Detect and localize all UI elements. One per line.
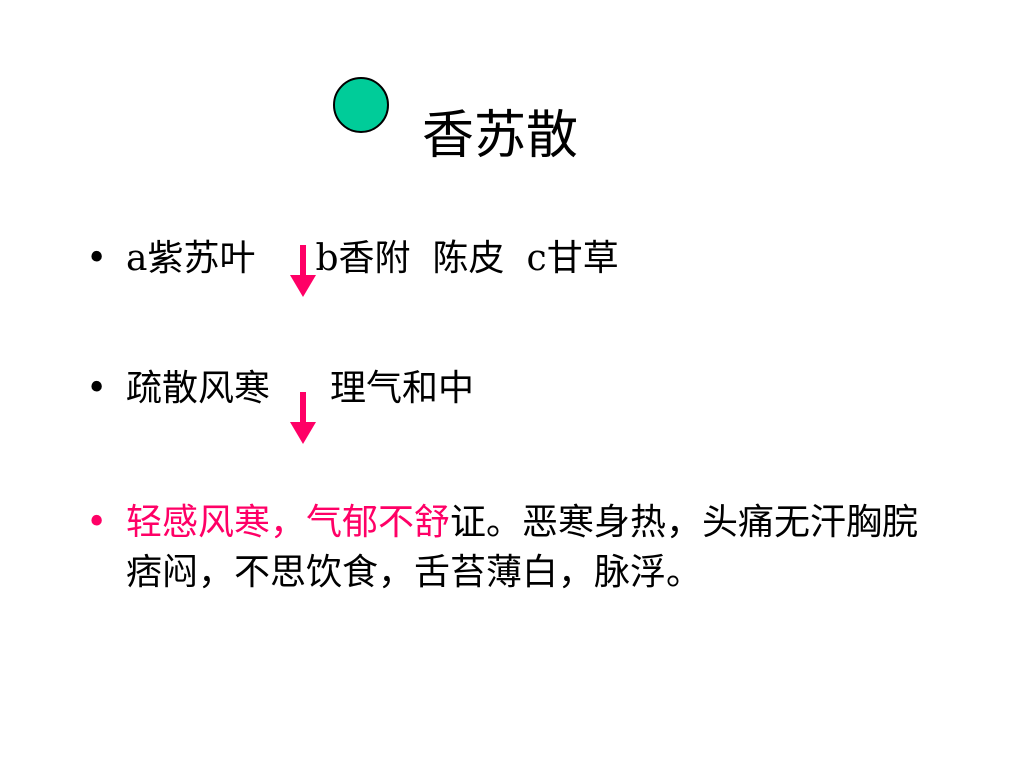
ingredients-text: a紫苏叶 b香附陈皮 c甘草 (126, 234, 619, 284)
bullet-dot: • (86, 368, 108, 409)
bullet-dot: • (86, 238, 108, 279)
bullet-effects: • 疏散风寒 理气和中 (86, 364, 986, 414)
down-arrow-icon (290, 392, 316, 444)
effects-text: 疏散风寒 理气和中 (126, 364, 474, 414)
bullet-indication: • 轻感风寒，气郁不舒证。恶寒身热，头痛无汗胸脘痞闷，不思饮食，舌苔薄白，脉浮。 (86, 498, 986, 658)
slide-title: 香苏散 (422, 106, 579, 166)
indication-text: 轻感风寒，气郁不舒证。恶寒身热，头痛无汗胸脘痞闷，不思饮食，舌苔薄白，脉浮。 (126, 498, 946, 598)
indication-rest: 证。恶寒身热，头痛无汗胸脘痞闷，不思饮食，舌苔薄白，脉浮。 (126, 502, 919, 593)
indication-highlight: 轻感风寒，气郁不舒 (126, 502, 451, 543)
effect-second: 理气和中 (330, 368, 475, 409)
title-marker-circle-icon (333, 77, 389, 133)
ingredient-b-extra: 陈皮 (432, 238, 505, 279)
ingredient-b: b香附 (315, 238, 411, 279)
ingredient-c: c甘草 (526, 238, 619, 279)
bullet-dot: • (86, 502, 108, 543)
bullet-ingredients: • a紫苏叶 b香附陈皮 c甘草 (86, 234, 986, 284)
ingredient-a: a紫苏叶 (126, 238, 256, 279)
effect-first: 疏散风寒 (126, 368, 271, 409)
down-arrow-icon (290, 245, 316, 297)
